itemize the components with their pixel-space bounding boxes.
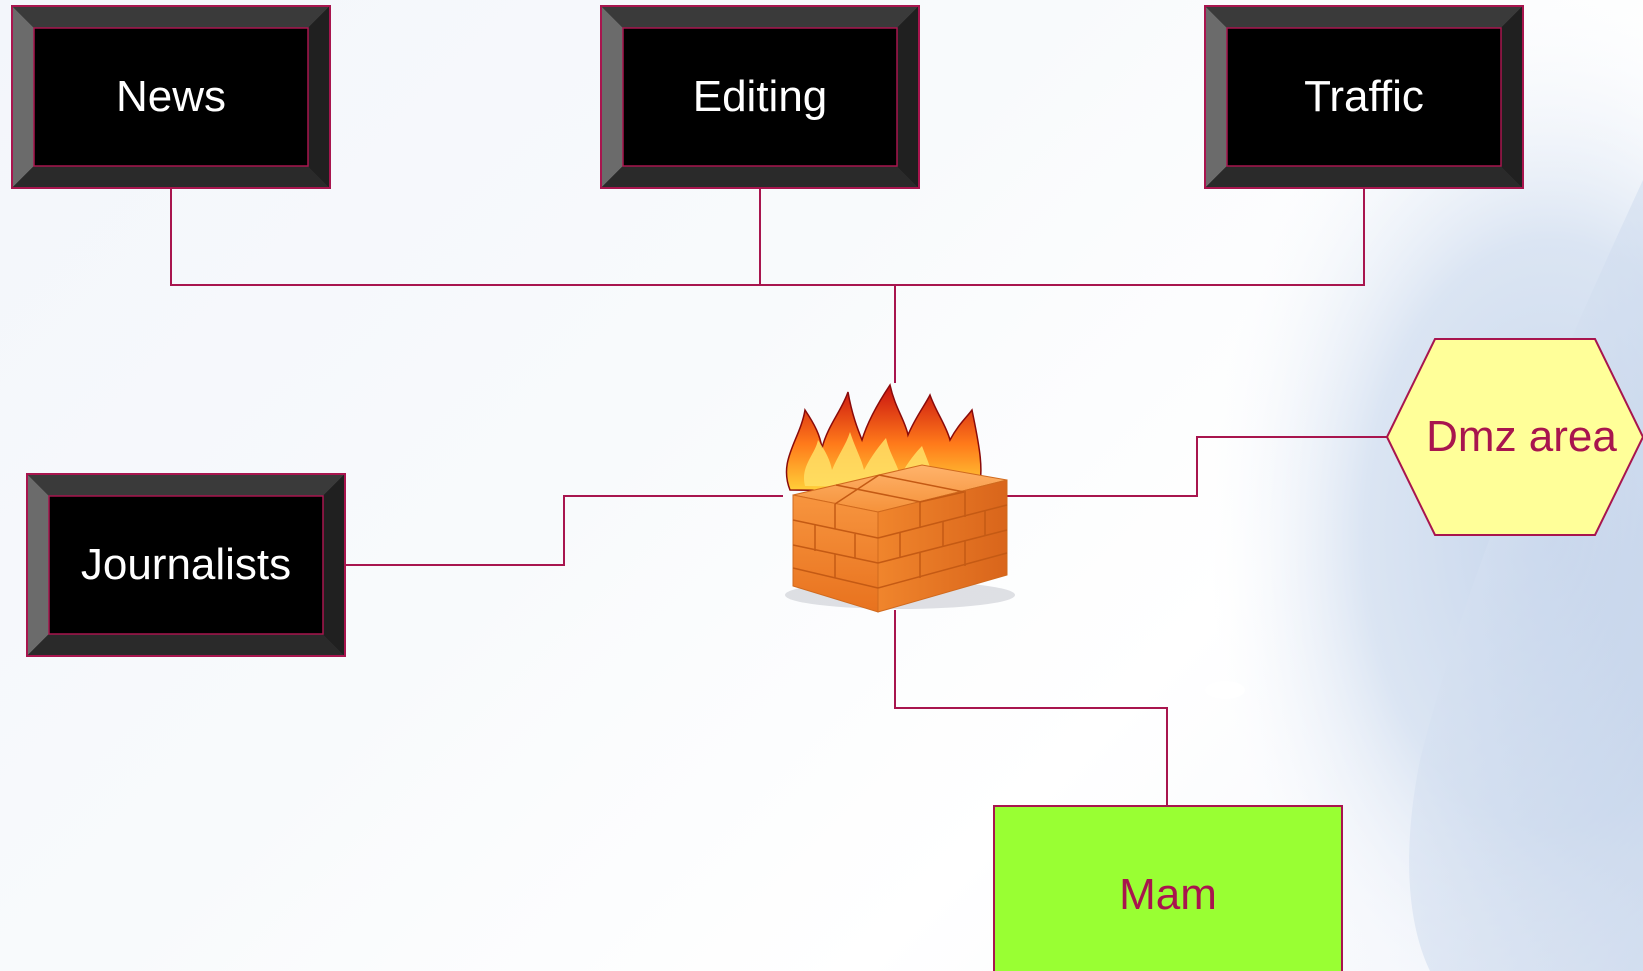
node-news-label: News — [34, 28, 308, 166]
node-editing-label: Editing — [623, 28, 897, 166]
node-dmz-area-label: Dmz area — [1400, 390, 1643, 484]
node-traffic-label: Traffic — [1227, 28, 1501, 166]
node-journalists-label: Journalists — [49, 496, 323, 634]
node-mam-label: Mam — [994, 840, 1342, 950]
